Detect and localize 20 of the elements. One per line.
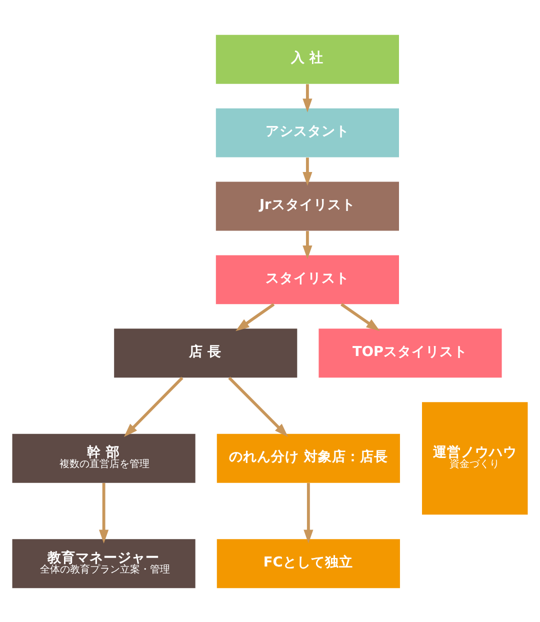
arrow — [236, 302, 275, 331]
node-box: 運営ノウハウ 資金づくり — [422, 402, 528, 514]
node-box: FCとして独立 — [216, 538, 400, 588]
arrow — [228, 376, 288, 436]
node-box: TOPスタイリスト — [318, 328, 502, 378]
node-box: スタイリスト — [216, 254, 399, 304]
node-box: Jrスタイリスト — [216, 181, 399, 230]
arrow — [302, 157, 312, 186]
arrow — [99, 482, 109, 543]
node-box: 教育マネージャー 全体の教育プラン立案・管理 — [12, 538, 196, 588]
arrow — [302, 230, 312, 259]
node-box: 店 長 — [114, 328, 298, 378]
arrow — [124, 376, 184, 436]
arrow — [340, 302, 380, 331]
node-box: 幹 部 複数の直営店を管理 — [12, 433, 196, 482]
arrow — [304, 482, 314, 543]
node-box: のれん分け 対象店：店長 — [216, 433, 400, 482]
arrow — [302, 84, 312, 112]
node-box: 入 社 — [216, 34, 399, 84]
node-box: アシスタント — [216, 108, 399, 157]
